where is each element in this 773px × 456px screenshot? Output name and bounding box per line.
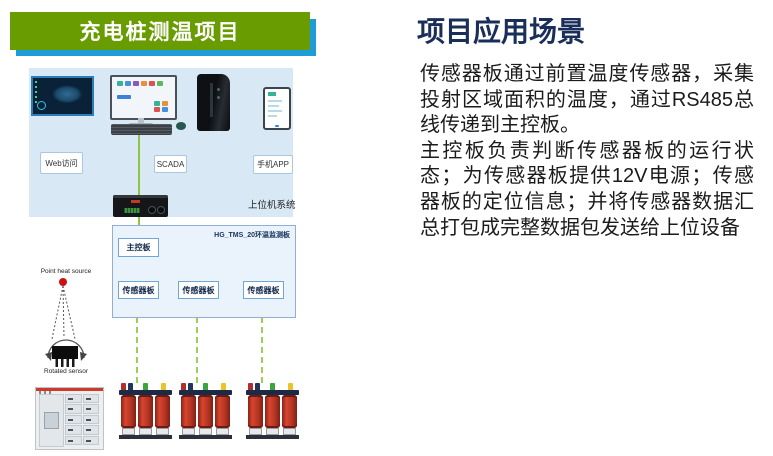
cabinet-door bbox=[82, 435, 99, 445]
cabinet-door bbox=[65, 435, 82, 445]
label-web-access: Web访问 bbox=[40, 152, 83, 174]
heat-source-dot-icon bbox=[59, 278, 67, 286]
tower-button bbox=[217, 88, 220, 91]
scada-tile bbox=[162, 107, 168, 112]
label-rotated-sensor: Rotated sensor bbox=[43, 368, 89, 375]
cabinet-door bbox=[82, 394, 99, 404]
sensor-board-box-2: 传感器板 bbox=[178, 281, 219, 299]
label-board-panel: HG_TMS_20环温监测板 bbox=[214, 232, 290, 239]
sensor-body-icon bbox=[52, 346, 78, 359]
gateway-controller bbox=[113, 195, 168, 217]
cabinet-indicator-lights bbox=[39, 391, 53, 394]
slide-banner-title: 充电桩测温项目 bbox=[10, 12, 310, 50]
body-text: 传感器板通过前置温度传感器，采集投射区域面积的温度，通过RS485总线传递到主控… bbox=[420, 62, 754, 241]
sensor-board-box-1: 传感器板 bbox=[118, 281, 159, 299]
cabinet-door bbox=[82, 404, 99, 414]
smartphone bbox=[263, 87, 291, 130]
scada-tile bbox=[154, 101, 160, 106]
page-title: 项目应用场景 bbox=[417, 16, 586, 47]
scada-tile bbox=[157, 81, 163, 86]
transformer-1 bbox=[119, 383, 172, 440]
cabinet-door bbox=[65, 404, 82, 414]
scada-tile bbox=[125, 81, 131, 86]
phone-text-line bbox=[268, 115, 277, 117]
scada-tile bbox=[141, 81, 147, 86]
phone-app-header bbox=[268, 92, 276, 96]
dashboard-gauge-icon bbox=[37, 101, 46, 110]
keyboard bbox=[111, 124, 172, 135]
wire-keyboard-to-controller bbox=[138, 134, 140, 196]
cabinet-door bbox=[65, 394, 82, 404]
scada-tile bbox=[117, 81, 123, 86]
rotation-arc-icon bbox=[47, 339, 85, 359]
body-paragraph-1: 传感器板通过前置温度传感器，采集投射区域面积的温度，通过RS485总线传递到主控… bbox=[420, 63, 754, 137]
phone-text-line bbox=[268, 100, 282, 102]
transformer-2 bbox=[179, 383, 232, 440]
wire-dash-sensor-3 bbox=[261, 297, 263, 383]
label-host-system: 上位机系统 bbox=[248, 200, 296, 211]
tower-pc bbox=[197, 74, 230, 131]
scada-tile bbox=[149, 81, 155, 86]
sensor-board-box-3: 传感器板 bbox=[243, 281, 284, 299]
transformer-3 bbox=[246, 383, 299, 440]
arrow-right-icon bbox=[80, 352, 87, 361]
rotated-sensor-diagram bbox=[45, 278, 87, 367]
label-mobile-app: 手机APP bbox=[253, 155, 293, 174]
cabinet-red-stripe bbox=[36, 388, 103, 391]
dashboard-menu-dots bbox=[35, 81, 37, 103]
phone-text-line bbox=[268, 105, 279, 107]
tower-button bbox=[217, 96, 220, 99]
controller-top bbox=[113, 195, 168, 198]
scada-button bbox=[117, 95, 131, 99]
arrow-left-icon bbox=[45, 352, 52, 361]
cabinet-window bbox=[44, 412, 59, 429]
cabinet-door bbox=[82, 414, 99, 425]
cabinet-door bbox=[65, 425, 82, 435]
controller-led-strip bbox=[131, 200, 140, 203]
controller-port bbox=[157, 206, 165, 214]
switchgear-cabinet bbox=[35, 387, 104, 450]
phone-home-button bbox=[275, 125, 279, 127]
label-point-heat-source: Point heat source bbox=[40, 268, 92, 275]
mouse bbox=[176, 122, 186, 130]
scada-tile bbox=[162, 101, 168, 106]
scada-tile bbox=[133, 81, 139, 86]
scada-desktop-monitor bbox=[110, 75, 177, 120]
phone-text-line bbox=[268, 110, 282, 112]
cabinet-left-door bbox=[39, 394, 64, 447]
body-paragraph-2: 主控板负责判断传感器板的运行状态；为传感器板提供12V电源；传感器板的定位信息；… bbox=[420, 139, 754, 239]
label-scada: SCADA bbox=[154, 155, 187, 173]
wire-dash-sensor-2 bbox=[196, 297, 198, 383]
cabinet-door bbox=[82, 425, 99, 435]
scada-tile bbox=[154, 107, 160, 112]
wire-dash-sensor-1 bbox=[136, 297, 138, 383]
cabinet-door bbox=[65, 414, 82, 425]
tower-drive-slot bbox=[210, 83, 213, 117]
controller-terminal-block bbox=[124, 208, 140, 213]
main-board-box: 主控板 bbox=[118, 238, 159, 257]
monitor-stand bbox=[138, 118, 144, 123]
controller-port bbox=[148, 206, 156, 214]
web-dashboard-monitor bbox=[31, 76, 94, 116]
cabinet-door-grid bbox=[65, 394, 99, 445]
